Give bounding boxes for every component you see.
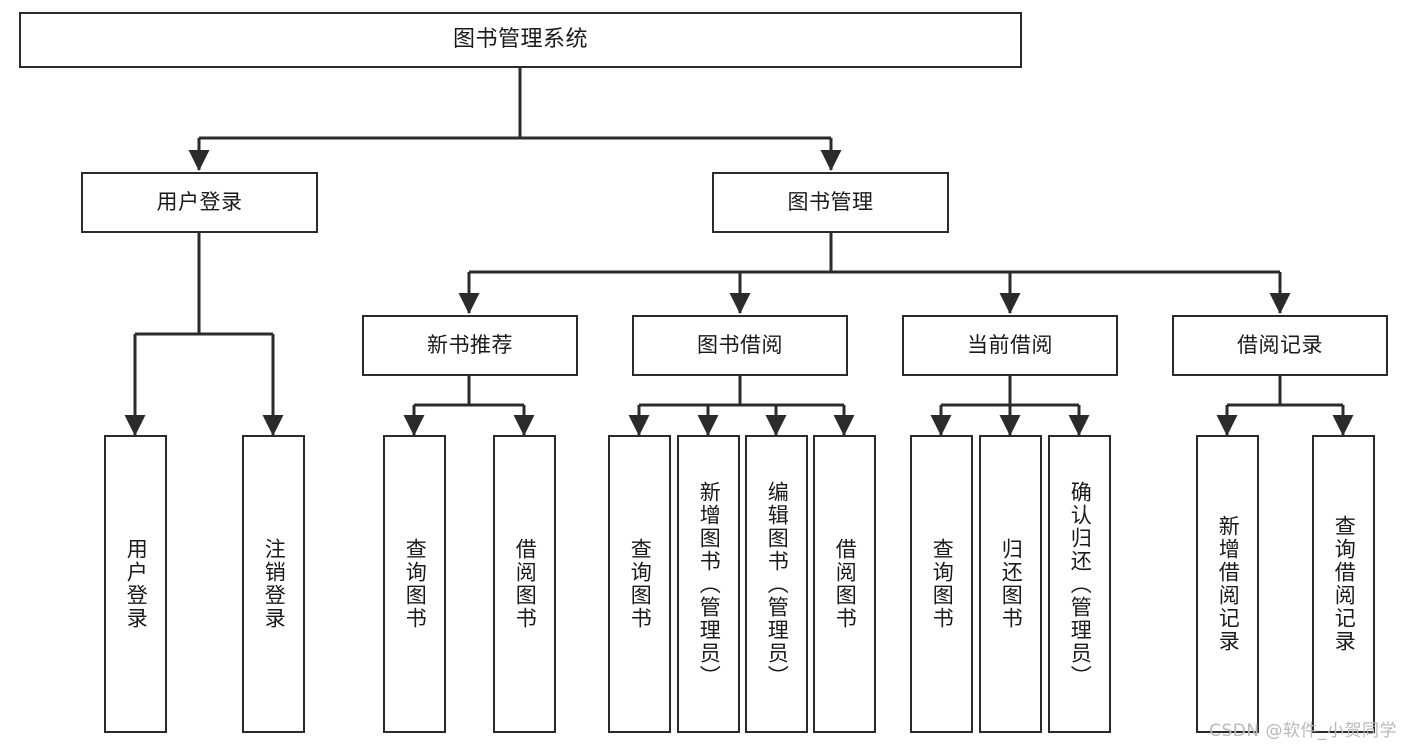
node-borrow-record[interactable]: 借阅记录 (1172, 315, 1388, 376)
node-label: 用户登录 (156, 190, 243, 214)
leaf-logout[interactable]: 注销登录 (242, 435, 305, 733)
leaf-user-login[interactable]: 用户登录 (104, 435, 167, 733)
csdn-watermark: CSDN @软件_小贺同学 (1209, 721, 1397, 741)
node-label: 查询图书 (403, 538, 428, 630)
node-label: 新增图书（管理员） (697, 480, 722, 688)
node-user-login[interactable]: 用户登录 (81, 172, 318, 233)
node-label: 查询借阅记录 (1332, 515, 1357, 653)
node-label: 查询图书 (628, 538, 653, 630)
leaf-edit-book-admin[interactable]: 编辑图书（管理员） (745, 435, 808, 733)
node-label: 编辑图书（管理员） (765, 480, 790, 688)
node-label: 查询图书 (930, 538, 955, 630)
leaf-query-borrow-record[interactable]: 查询借阅记录 (1312, 435, 1375, 733)
leaf-query-book-borrow[interactable]: 查询图书 (608, 435, 671, 733)
node-new-book-recommend[interactable]: 新书推荐 (362, 315, 578, 376)
node-label: 图书借阅 (697, 333, 783, 357)
node-label: 当前借阅 (967, 333, 1053, 357)
leaf-add-borrow-record[interactable]: 新增借阅记录 (1196, 435, 1259, 733)
node-label: 借阅记录 (1237, 333, 1323, 357)
leaf-borrow-book[interactable]: 借阅图书 (813, 435, 876, 733)
node-book-borrow[interactable]: 图书借阅 (632, 315, 848, 376)
node-book-management[interactable]: 图书管理 (712, 172, 949, 233)
leaf-borrow-book-new[interactable]: 借阅图书 (493, 435, 556, 733)
node-label: 新增借阅记录 (1216, 515, 1241, 653)
leaf-add-book-admin[interactable]: 新增图书（管理员） (677, 435, 740, 733)
node-label: 归还图书 (999, 538, 1024, 630)
leaf-query-book-new[interactable]: 查询图书 (383, 435, 446, 733)
node-label: 确认归还（管理员） (1068, 480, 1093, 688)
node-label: 注销登录 (262, 538, 287, 630)
node-label: 图书管理系统 (452, 27, 588, 52)
node-label: 新书推荐 (427, 333, 513, 357)
leaf-query-book-current[interactable]: 查询图书 (910, 435, 973, 733)
leaf-confirm-return-admin[interactable]: 确认归还（管理员） (1048, 435, 1111, 733)
node-label: 借阅图书 (513, 538, 538, 630)
node-label: 借阅图书 (833, 538, 858, 630)
node-label: 图书管理 (787, 190, 874, 214)
leaf-return-book[interactable]: 归还图书 (979, 435, 1042, 733)
node-label: 用户登录 (124, 538, 149, 630)
node-book-management-system[interactable]: 图书管理系统 (19, 12, 1022, 68)
node-current-borrow[interactable]: 当前借阅 (902, 315, 1118, 376)
